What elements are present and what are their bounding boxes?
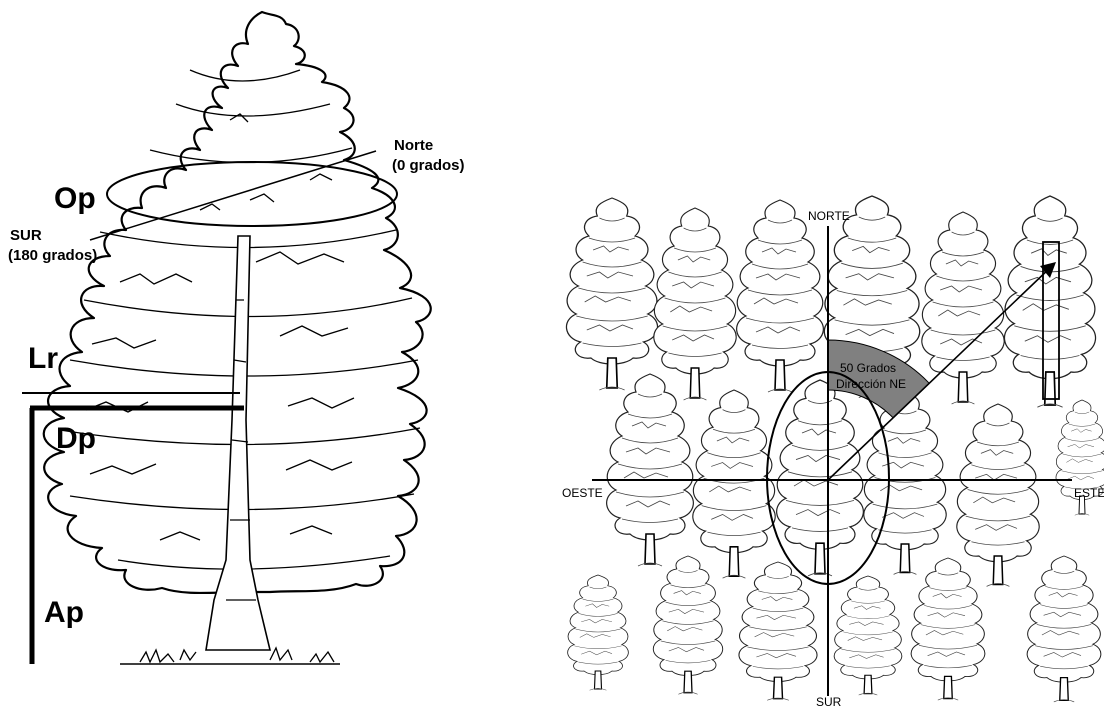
forest-stand [566,196,1104,702]
label-ap: Ap [44,596,84,629]
label-dp: Dp [56,422,96,455]
label-north: NORTE [808,209,850,223]
label-norte-degrees: (0 grados) [392,157,465,174]
forest-tree [693,390,775,578]
label-op: Op [54,182,96,215]
forest-tree [777,380,864,576]
forest-tree [957,404,1039,586]
label-lr: Lr [28,342,58,375]
label-norte: Norte [394,137,433,154]
label-sur-degrees: (180 grados) [8,247,97,264]
forest-tree [654,208,736,400]
label-direction: Dirección NE [836,377,906,391]
forest-tree [653,556,722,694]
forest-tree [911,558,985,700]
forest-tree [568,575,629,690]
forest-tree [864,392,946,574]
forest-tree [1027,556,1101,702]
label-sur: SUR [10,227,42,244]
forest-tree [607,374,694,566]
label-west: OESTE [562,486,603,500]
forest-tree [834,576,902,695]
forest-tree [1004,196,1095,407]
forest-tree [737,200,824,392]
label-east: ESTE [1074,486,1104,500]
large-tree [44,12,431,664]
label-south: SUR [816,695,842,708]
label-angle: 50 Grados [840,361,896,375]
forest-tree [739,562,817,700]
forest-tree [922,212,1004,404]
forest-tree [566,198,657,390]
